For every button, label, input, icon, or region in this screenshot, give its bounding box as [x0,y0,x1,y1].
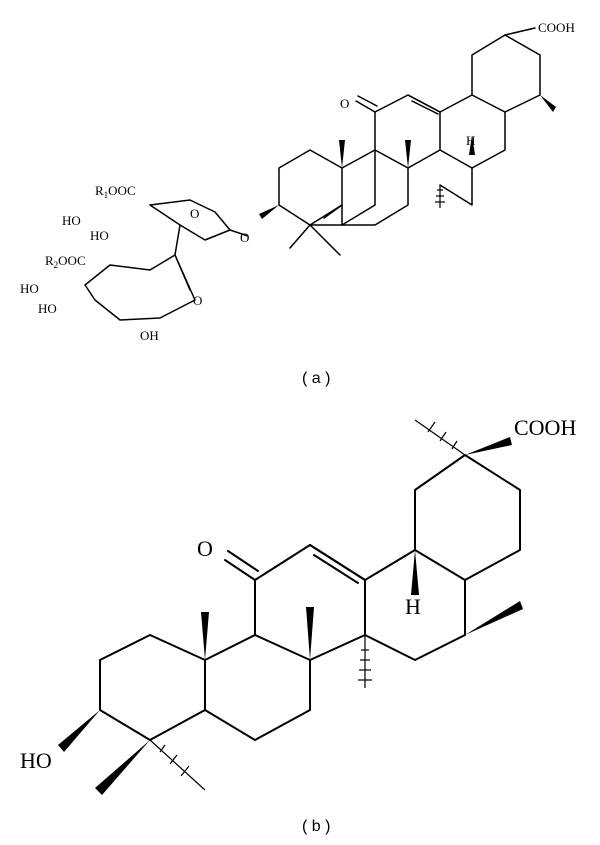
ho-label-a4: HO [38,301,57,316]
ho-label-a2: HO [90,228,109,243]
ho-label-b: HO [20,748,52,773]
caption-a: ( a ) [302,370,331,387]
aglycone-skeleton-a [278,27,541,256]
cooh-label-b: COOH [514,415,576,440]
atom-labels-b: COOH O H HO [20,415,576,773]
r1ooc-label: R1OOC [95,183,136,200]
glycyrrhetinic-acid-structure: COOH O H HO [20,415,576,795]
atom-labels-a: COOH O H O O O R1OOC HO HO R2OOC HO HO O… [20,20,575,343]
oh-label-a1: OH [140,328,159,343]
wedge-bonds-b [58,419,523,795]
hashed-bond-b2 [149,739,206,791]
caption-b: ( b ) [302,818,331,835]
sugar1-ring-o-label: O [190,206,199,221]
h-label-b: H [405,594,421,619]
ho-label-a3: HO [20,281,39,296]
hashed-bond-b1 [358,635,372,688]
h-label-a: H [466,133,475,148]
glycosidic-o-label: O [240,230,249,245]
link-o-label: O [193,293,202,308]
ketone-o-label-a: O [340,96,349,111]
cooh-label-a: COOH [538,20,575,35]
wedge-bonds-a [259,95,556,219]
hashed-bond-b3 [414,419,466,456]
sugar-rings-a [84,199,249,321]
aglycone-skeleton-b [99,454,521,741]
ketone-o-label-b: O [197,536,213,561]
glycyrrhizin-structure: COOH O H O O O R1OOC HO HO R2OOC HO HO O… [20,20,575,343]
ho-label-a1: HO [62,213,81,228]
r2ooc-label: R2OOC [45,253,86,270]
